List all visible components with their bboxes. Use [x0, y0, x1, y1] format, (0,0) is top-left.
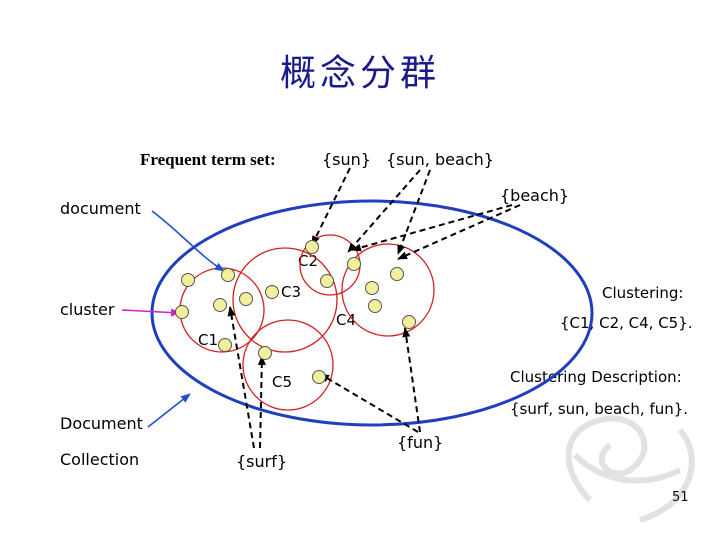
arrow-sun-beach-left — [347, 169, 421, 253]
cluster-c1-circle — [179, 267, 265, 353]
document-pointer-arrow — [151, 210, 225, 272]
cluster-c2-label: C2 — [298, 252, 319, 270]
arrow-surf-to-c1 — [227, 306, 255, 449]
document-dot — [265, 285, 279, 299]
term-sun-beach: {sun, beach} — [386, 150, 494, 169]
arrow-fun-to-c5 — [319, 373, 419, 433]
cluster-c5-label: C5 — [272, 373, 293, 391]
arrow-beach-right — [397, 204, 521, 260]
document-dot — [213, 298, 227, 312]
document-dot — [320, 274, 334, 288]
document-collection-label-line1: Document — [60, 414, 143, 433]
cluster-c5-circle — [242, 319, 334, 411]
clustering-value: {C1, C2, C4, C5}. — [560, 314, 693, 332]
cluster-label: cluster — [60, 300, 115, 319]
document-dot — [312, 370, 326, 384]
term-surf: {surf} — [236, 452, 288, 471]
document-collection-pointer-arrow — [147, 393, 191, 428]
document-dot — [181, 273, 195, 287]
document-dot — [402, 315, 416, 329]
document-dot — [218, 338, 232, 352]
arrow-sun-beach-right — [397, 169, 431, 255]
slide-title: 概念分群 — [279, 53, 440, 94]
arrow-sun-to-c2 — [311, 167, 351, 246]
term-fun: {fun} — [397, 433, 444, 452]
cluster-c1-label: C1 — [198, 331, 219, 349]
document-dot — [390, 267, 404, 281]
cluster-c3-label: C3 — [281, 283, 302, 301]
document-dot — [347, 257, 361, 271]
document-collection-ellipse — [150, 199, 594, 427]
clustering-description-value: {surf, sun, beach, fun}. — [510, 400, 689, 418]
document-collection-label-line2: Collection — [60, 450, 140, 469]
document-dot — [365, 281, 379, 295]
cluster-c4-label: C4 — [336, 311, 357, 329]
term-beach: {beach} — [500, 186, 570, 205]
document-dot — [258, 346, 272, 360]
cluster-pointer-arrow — [121, 308, 181, 317]
clustering-description-heading: Clustering Description: — [510, 368, 682, 386]
document-label: document — [60, 199, 141, 218]
arrow-surf-to-c5 — [257, 355, 266, 449]
frequent-term-set-label: Frequent term set: — [140, 150, 276, 169]
document-dot — [239, 292, 253, 306]
term-sun: {sun} — [322, 150, 371, 169]
document-dot — [368, 299, 382, 313]
document-dot — [175, 305, 189, 319]
arrow-beach-left — [351, 204, 513, 252]
clustering-heading: Clustering: — [602, 284, 684, 302]
document-dot — [221, 268, 235, 282]
arrow-fun-to-c4 — [402, 327, 421, 433]
page-number: 51 — [672, 490, 689, 505]
